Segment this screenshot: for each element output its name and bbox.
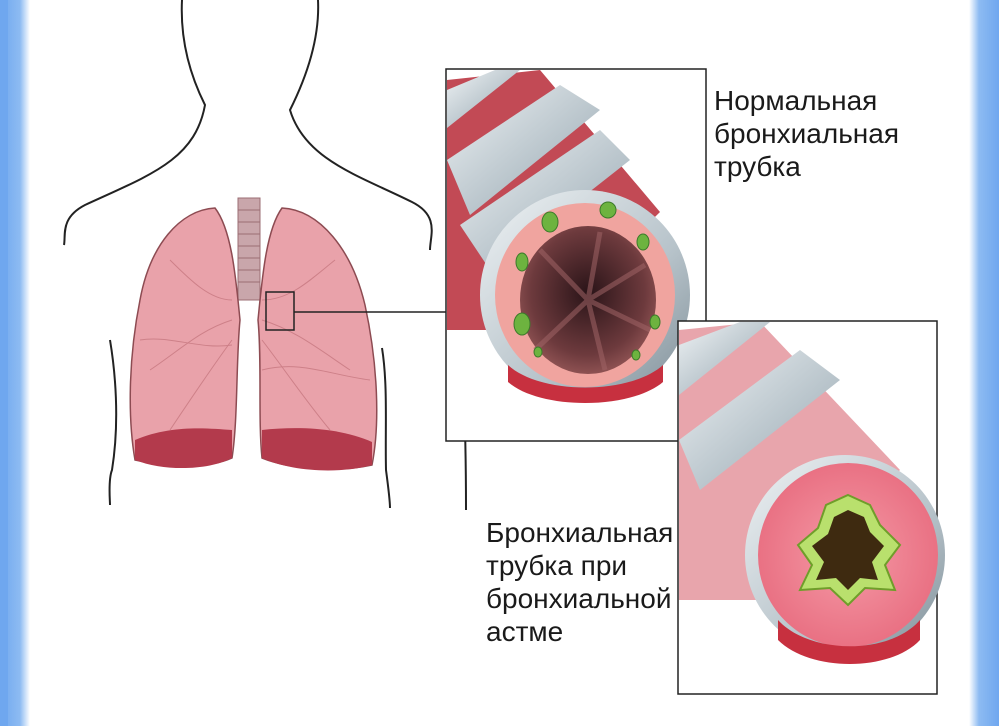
trachea — [238, 198, 260, 300]
neck-right-line — [290, 0, 432, 250]
asthma-bronchus-panel — [678, 321, 945, 694]
asthma-bronchus-caption: Бронхиальная трубка при бронхиальной аст… — [486, 516, 673, 648]
normal-bronchus-panel — [446, 69, 706, 441]
torso-left-line — [110, 340, 117, 505]
left-lung — [130, 208, 240, 466]
left-frame-border — [0, 0, 8, 726]
torso-right-line — [382, 348, 390, 508]
normal-bronchus-caption: Нормальная бронхиальная трубка — [714, 84, 899, 183]
neck-left-line — [64, 0, 205, 245]
lungs-illustration — [130, 198, 446, 470]
